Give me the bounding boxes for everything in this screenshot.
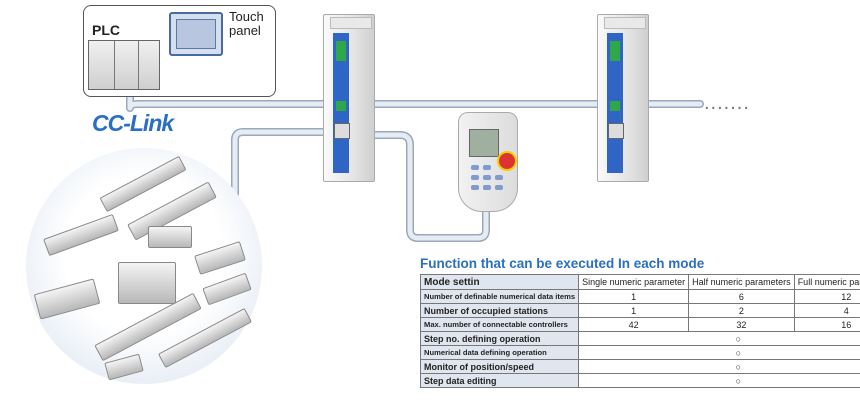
table-cell: ○ — [578, 359, 860, 374]
table-cell: ○ — [578, 373, 860, 388]
row-header: Number of definable numerical data items — [419, 289, 580, 304]
table-row: Monitor of position/speed ○ — [419, 359, 860, 374]
table-cell: 16 — [793, 317, 860, 332]
table-cell: 1 — [578, 303, 690, 318]
table-title: Function that can be executed In each mo… — [420, 256, 705, 271]
function-table: Mode settin Single numeric parameter Hal… — [419, 274, 860, 388]
table-row: Step data editing ○ — [419, 373, 860, 388]
row-header: Number of occupied stations — [419, 303, 580, 318]
column-header: Half numeric parameters — [688, 274, 795, 290]
table-cell: 12 — [793, 289, 860, 304]
table-cell: 2 — [688, 303, 795, 318]
column-header: Single numeric parameter — [578, 274, 690, 290]
table-row: Max. number of connectable controllers 4… — [419, 317, 860, 332]
touch-panel-device — [169, 12, 223, 56]
row-header: Numerical data defining operation — [419, 345, 580, 360]
column-header: Full numeric parameters — [793, 274, 860, 290]
table-cell: 4 — [793, 303, 860, 318]
plc-label: PLC — [92, 22, 120, 38]
row-header: Step no. defining operation — [419, 331, 580, 346]
table-row: Step no. defining operation ○ — [419, 331, 860, 346]
table-corner-header: Mode settin — [419, 274, 580, 290]
table-cell: 6 — [688, 289, 795, 304]
controller-1 — [323, 14, 375, 182]
table-row: Numerical data defining operation ○ — [419, 345, 860, 360]
row-header: Max. number of connectable controllers — [419, 317, 580, 332]
table-cell: ○ — [578, 331, 860, 346]
cc-link-logo: CC-Link — [92, 110, 174, 136]
table-row: Number of occupied stations 1 2 4 — [419, 303, 860, 318]
teaching-pendant — [458, 112, 518, 212]
plc-unit — [88, 40, 160, 90]
row-header: Monitor of position/speed — [419, 359, 580, 374]
actuator-products-image — [26, 148, 262, 384]
continuation-dots: ....... — [704, 92, 750, 114]
table-cell: 32 — [688, 317, 795, 332]
touch-panel-label: Touch panel — [229, 9, 264, 38]
table-header-row: Mode settin Single numeric parameter Hal… — [419, 274, 860, 290]
table-cell: 1 — [578, 289, 690, 304]
table-cell: ○ — [578, 345, 860, 360]
table-cell: 42 — [578, 317, 690, 332]
table-row: Number of definable numerical data items… — [419, 289, 860, 304]
row-header: Step data editing — [419, 373, 580, 388]
controller-2 — [597, 14, 649, 182]
